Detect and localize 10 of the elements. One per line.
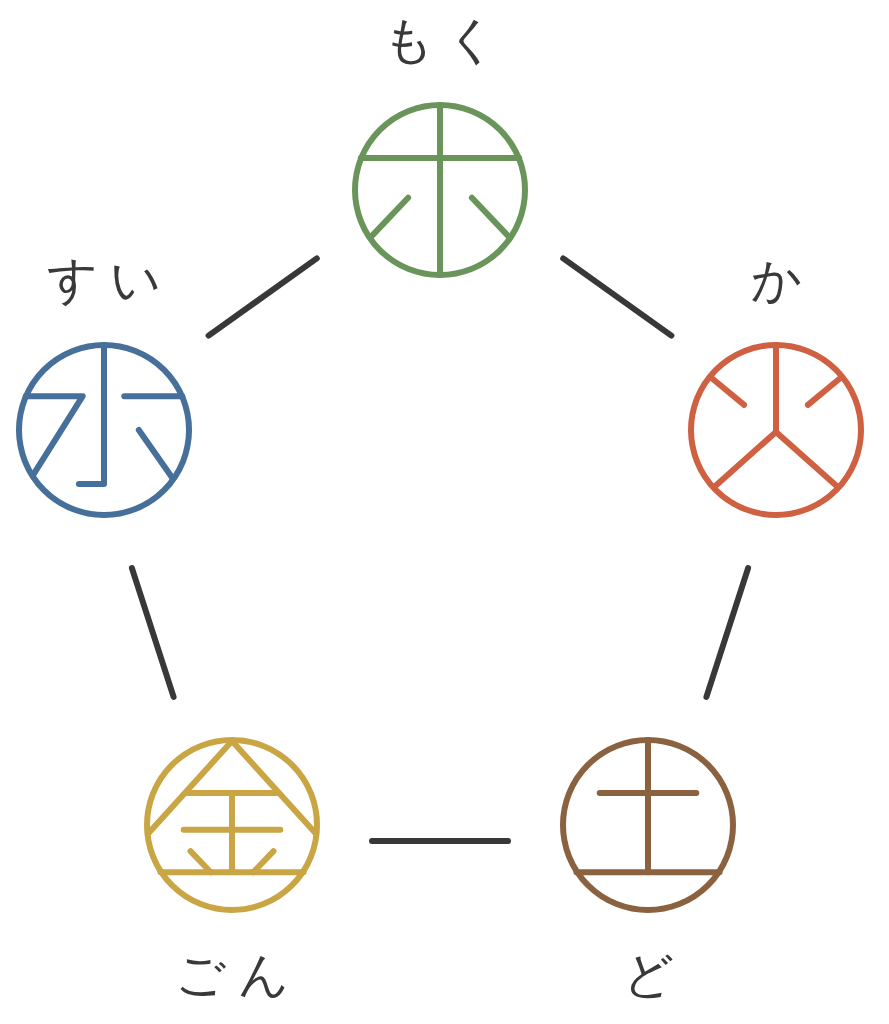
node-label: ど (621, 945, 686, 1005)
node-label: もく (382, 10, 509, 70)
node-label: すい (46, 250, 173, 310)
connector-line (703, 565, 752, 700)
node-label: ごん (174, 945, 301, 1005)
connector-line (205, 255, 320, 339)
connector-line (128, 565, 177, 700)
connector-line (369, 838, 511, 844)
connector-line (560, 255, 675, 339)
node-label: か (749, 250, 814, 310)
